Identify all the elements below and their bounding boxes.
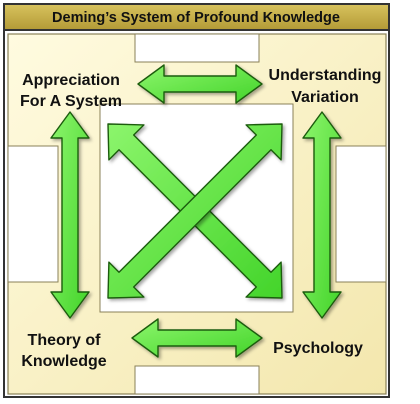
appreciation-label-line2: For A System xyxy=(20,93,122,110)
left-notch xyxy=(7,145,59,283)
psychology-label: Psychology xyxy=(273,340,363,357)
node-psychology: Psychology xyxy=(273,340,363,357)
arrow-appreciation-variation xyxy=(137,64,263,104)
variation-label-line2: Variation xyxy=(291,89,359,106)
bottom-notch xyxy=(134,365,260,395)
knowledge-label-line1: Theory of xyxy=(28,332,102,349)
node-knowledge: Theory of Knowledge xyxy=(21,332,106,370)
arrow-variation-knowledge xyxy=(107,123,283,299)
arrow-knowledge-psychology xyxy=(131,318,263,358)
knowledge-label-line2: Knowledge xyxy=(21,353,106,370)
arrow-variation-psychology xyxy=(302,111,342,319)
right-notch xyxy=(335,145,387,283)
top-notch xyxy=(134,33,260,63)
node-appreciation: Appreciation For A System xyxy=(20,72,122,110)
variation-label-line1: Understanding xyxy=(269,67,382,84)
title-bar: Deming’s System of Profound Knowledge xyxy=(3,3,390,31)
arrow-group xyxy=(50,64,342,358)
node-variation: Understanding Variation xyxy=(269,67,382,106)
diagram-title: Deming’s System of Profound Knowledge xyxy=(52,10,340,26)
appreciation-label-line1: Appreciation xyxy=(22,72,120,89)
arrow-appreciation-knowledge xyxy=(50,111,90,319)
